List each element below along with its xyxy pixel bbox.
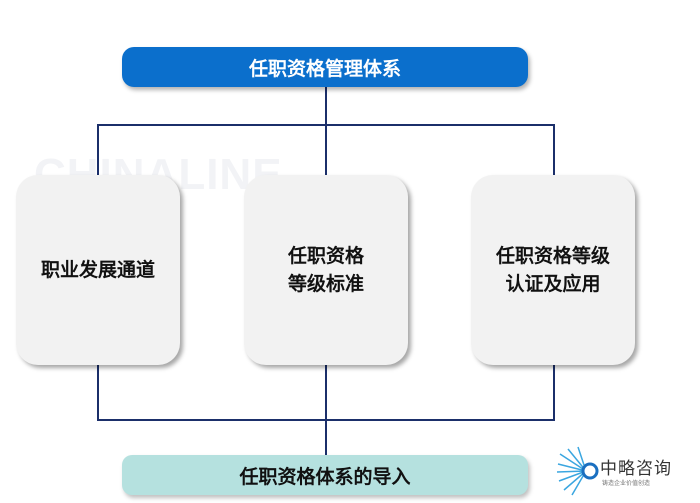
bottom-title: 任职资格体系的导入: [239, 465, 411, 488]
box-grade-standard: 任职资格 等级标准: [244, 175, 408, 365]
company-logo: 中略咨询 铸造企业价值创造: [556, 446, 696, 496]
logo-tagline: 铸造企业价值创造: [602, 480, 651, 487]
connector-top-horizontal: [97, 124, 555, 126]
bottom-title-bar: 任职资格体系的导入: [122, 455, 528, 495]
connector-bottom-horizontal: [97, 419, 555, 421]
top-title: 任职资格管理体系: [248, 57, 401, 80]
box-label: 职业发展通道: [40, 259, 155, 281]
logo-name: 中略咨询: [600, 459, 672, 479]
box-certification: 任职资格等级 认证及应用: [471, 175, 635, 365]
box-label: 任职资格 等级标准: [287, 245, 364, 295]
box-label: 任职资格等级 认证及应用: [495, 245, 610, 295]
top-title-bar: 任职资格管理体系: [122, 47, 528, 87]
box-career-path: 职业发展通道: [16, 175, 180, 365]
logo-burst-icon: [556, 446, 599, 496]
